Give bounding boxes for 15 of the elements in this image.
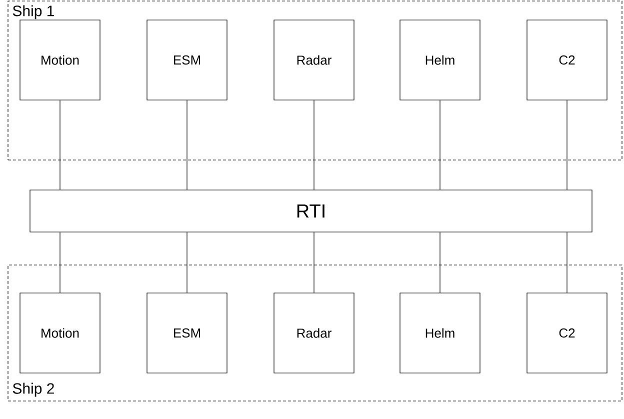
component-box: ESM bbox=[146, 292, 228, 374]
component-box: Radar bbox=[274, 292, 354, 374]
connector-line bbox=[186, 100, 188, 190]
component-box: Helm bbox=[400, 20, 480, 100]
connector-line bbox=[566, 232, 568, 293]
component-box: Radar bbox=[274, 20, 354, 100]
component-box: Motion bbox=[20, 292, 100, 374]
connector-line bbox=[566, 100, 568, 190]
component-box: Helm bbox=[400, 292, 480, 374]
component-box: C2 bbox=[526, 292, 608, 374]
rti-bar: RTI bbox=[30, 190, 592, 232]
connector-line bbox=[186, 232, 188, 293]
component-box: C2 bbox=[526, 20, 608, 100]
component-box: Motion bbox=[20, 20, 100, 100]
component-box: ESM bbox=[146, 20, 228, 100]
